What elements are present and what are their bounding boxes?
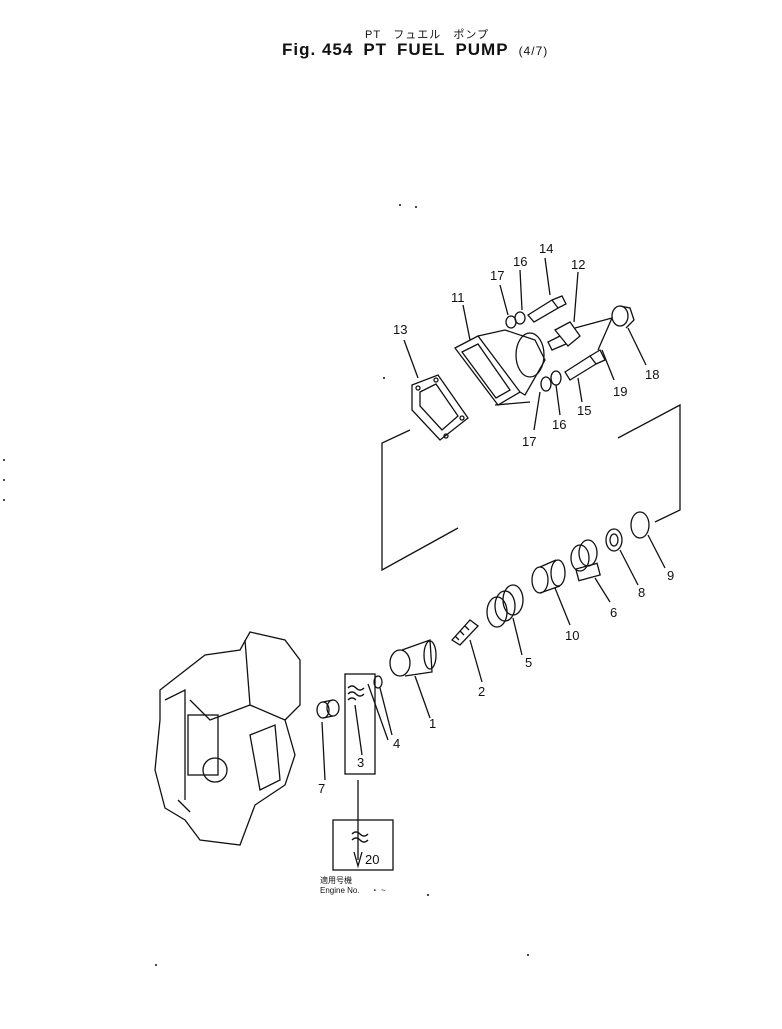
part-12-fitting — [547, 271, 581, 351]
part-19-leader — [574, 317, 615, 381]
part-11-cover — [454, 304, 546, 406]
engine-note-range: ・ ~ — [370, 886, 386, 895]
label-part-8: 8 — [638, 585, 645, 600]
label-part-9: 9 — [667, 568, 674, 583]
part-5-spring — [486, 584, 524, 656]
label-part-12: 12 — [571, 257, 585, 272]
part-16-washer-lower — [550, 370, 562, 416]
pump-housing — [154, 631, 301, 846]
part-15-bolt — [564, 349, 606, 403]
label-part-16-lower: 16 — [552, 417, 566, 432]
header-subtitle: PT フュエル ポンプ — [365, 26, 489, 42]
label-part-10: 10 — [565, 628, 579, 643]
label-part-19: 19 — [613, 384, 627, 399]
label-part-7: 7 — [318, 781, 325, 796]
part-8-washer — [605, 528, 639, 586]
part-17-washer-upper — [499, 284, 517, 329]
label-part-13: 13 — [393, 322, 407, 337]
scan-specks — [3, 204, 529, 966]
subtitle-pt: PT — [365, 29, 382, 41]
part-4-washer — [373, 675, 393, 736]
label-part-20: 20 — [365, 852, 379, 867]
part-9-snap-ring — [630, 511, 666, 569]
subtitle-jp-fuel: フュエル — [393, 29, 442, 41]
label-part-11: 11 — [451, 290, 465, 305]
engine-note-en: Engine No. — [320, 886, 360, 895]
assembly-guide-right — [617, 403, 681, 523]
title-pt: PT — [363, 40, 388, 59]
label-part-3: 3 — [357, 755, 364, 770]
label-part-17-lower: 17 — [522, 434, 536, 449]
subtitle-jp-pump: ポンプ — [453, 29, 490, 41]
title-fuel: FUEL — [397, 40, 446, 59]
part-2-screw — [450, 619, 483, 683]
label-part-6: 6 — [610, 605, 617, 620]
label-part-2: 2 — [478, 684, 485, 699]
label-part-1: 1 — [429, 716, 436, 731]
label-part-14: 14 — [539, 241, 553, 256]
label-part-15: 15 — [577, 403, 591, 418]
engine-note-jp: 適用号機 — [320, 876, 352, 885]
part-6-seat — [570, 539, 611, 603]
sheet-number: (4/7) — [518, 44, 549, 58]
label-part-18: 18 — [645, 367, 659, 382]
assembly-guide-left — [381, 429, 459, 572]
part-3-box — [344, 673, 389, 869]
part-7-bushing — [316, 699, 340, 781]
figure-number: Fig. 454 — [282, 40, 354, 59]
part-16-washer-upper — [514, 269, 526, 325]
label-part-5: 5 — [525, 655, 532, 670]
figure-title: Fig. 454 PT FUEL PUMP (4/7) — [282, 40, 558, 60]
label-part-4: 4 — [393, 736, 400, 751]
part-1-sleeve — [389, 639, 437, 719]
part-20-box — [332, 819, 394, 871]
label-part-16-upper: 16 — [513, 254, 527, 269]
part-10-cup — [531, 559, 571, 626]
part-17-washer-lower — [533, 376, 552, 431]
part-14-bolt — [527, 257, 567, 323]
engine-number-note: 適用号機 Engine No. ・ ~ — [320, 876, 386, 896]
label-part-17-upper: 17 — [490, 268, 504, 283]
part-18-cap — [611, 305, 647, 366]
title-pump: PUMP — [455, 40, 509, 59]
part-labels: 1 2 3 4 5 6 7 8 9 10 11 12 13 14 15 16 1… — [318, 241, 674, 867]
part-13-gasket — [403, 339, 469, 441]
